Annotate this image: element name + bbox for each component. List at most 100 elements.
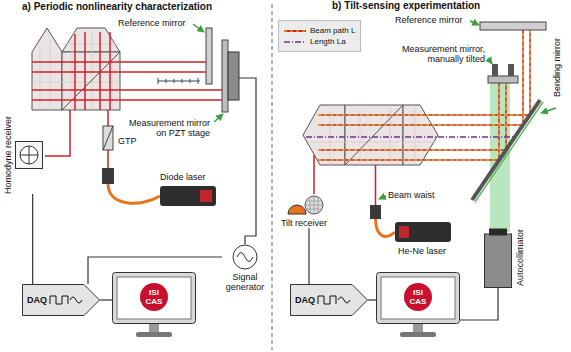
part-label: Beam waist (388, 190, 435, 200)
part-label: He-Ne laser (398, 246, 446, 256)
node-label: ISI CAS (140, 283, 168, 311)
beam-splitter-cube (62, 52, 120, 110)
sine-symbol (338, 297, 350, 303)
reference-mirror (480, 22, 546, 30)
square-wave-symbol (50, 296, 68, 304)
autocollimator-housing (485, 234, 512, 288)
laser-stripe (399, 226, 409, 238)
sample-line (284, 41, 306, 43)
pointer-arrow (541, 108, 556, 113)
panel-title: a) Periodic nonlinearity characterizatio… (22, 1, 212, 13)
reference-mirror (206, 28, 212, 84)
prism-hatch (310, 105, 438, 165)
signal-cable (32, 194, 33, 284)
signal-cable (308, 228, 309, 284)
fiber-collimator (102, 168, 114, 184)
signal-cable (460, 288, 498, 320)
node-label: Tilt receiver (281, 218, 327, 228)
square-wave-symbol (318, 296, 336, 304)
part-label: GTP (118, 136, 137, 146)
part-label: Measurement mirror on PZT stage (122, 118, 210, 139)
bending-mirror-edge (475, 102, 543, 202)
pointer-arrow (488, 58, 492, 64)
legend-text: Length La (310, 37, 346, 46)
splitter-diagonal (345, 105, 403, 165)
receiver-symbol (15, 141, 43, 169)
autocollimator: Autocollimator (484, 228, 525, 288)
autocollimator-lens (489, 229, 507, 236)
grid-lines (305, 196, 323, 214)
signal-cable (368, 299, 376, 300)
prism (62, 28, 120, 52)
splitter-diagonal (62, 52, 120, 110)
signal-generator: Signal generator (222, 244, 268, 293)
measurement-mirror (488, 76, 518, 83)
scale-ruler (158, 78, 200, 84)
daq-unit: DAQ (290, 284, 368, 316)
measurement-mirror (222, 40, 228, 112)
fiber-collimator (370, 205, 381, 219)
daq-body (23, 285, 100, 316)
generator-body (233, 245, 257, 269)
sine-symbol (70, 297, 82, 303)
bending-mirror (472, 100, 540, 200)
part-label: Measurement mirror, manually tilted (390, 44, 485, 65)
monitor-base (400, 332, 436, 337)
monitor-base (136, 332, 172, 337)
optical-fiber (108, 184, 160, 203)
pointer-arrow (193, 24, 204, 32)
node-label: Autocollimator (515, 229, 525, 286)
he-ne-laser-body (395, 222, 451, 242)
tilt-knob (492, 64, 498, 76)
length-marking (306, 136, 515, 138)
optical-fiber (376, 219, 396, 236)
gtp-diagonal (103, 126, 113, 150)
detector-grid (305, 196, 323, 214)
sample-dash (284, 30, 306, 31)
autocollimator-body (484, 228, 512, 288)
part-label: Diode laser (160, 172, 206, 182)
tilt-knob (508, 64, 514, 76)
part-label: Reference mirror (118, 18, 186, 28)
prism (32, 28, 62, 110)
laser-beam (314, 30, 530, 205)
legend-row: Length La (284, 37, 355, 46)
pointer-arrow (379, 196, 386, 199)
quadrant-detector (288, 205, 306, 214)
legend-sample (284, 28, 306, 34)
homodyne-receiver: Homodyne receiver (3, 116, 43, 194)
node-label: DAQ (290, 284, 315, 316)
part-label: Bending mirror (552, 38, 562, 97)
gtp-polarizer (103, 126, 113, 150)
prism (303, 105, 345, 165)
legend-text: Beam path L (310, 26, 355, 35)
daq-body (291, 285, 368, 316)
monitor-screen (381, 277, 455, 319)
receiver-housing (16, 142, 43, 169)
pointer-arrow (470, 21, 479, 25)
sample-line (284, 30, 306, 32)
daq-unit: DAQ (22, 284, 100, 316)
tilt-receiver-symbol (284, 194, 324, 216)
monitor-screen (117, 277, 191, 319)
node-label: Homodyne receiver (3, 116, 13, 194)
legend-box: Beam path L Length La (278, 20, 361, 52)
node-label: ISI CAS (404, 283, 432, 311)
prism (403, 105, 438, 165)
prism-hatch (32, 32, 120, 110)
laser-beam (32, 32, 222, 168)
computer: ISI CAS (112, 272, 196, 338)
panel-title: b) Tilt-sensing experimentation (332, 0, 480, 12)
laser-stripe (200, 190, 212, 202)
legend-row: Beam path L (284, 26, 355, 35)
monitor-stand (413, 324, 423, 332)
monitor-stand (149, 324, 159, 332)
beam-splitter-cube (345, 105, 403, 165)
tilt-receiver: Tilt receiver (280, 194, 328, 228)
legend-sample (284, 39, 306, 45)
sine-symbol (237, 253, 253, 262)
drive-wire (239, 78, 256, 244)
node-label: Signal generator (222, 272, 268, 293)
generator-symbol (232, 244, 258, 270)
